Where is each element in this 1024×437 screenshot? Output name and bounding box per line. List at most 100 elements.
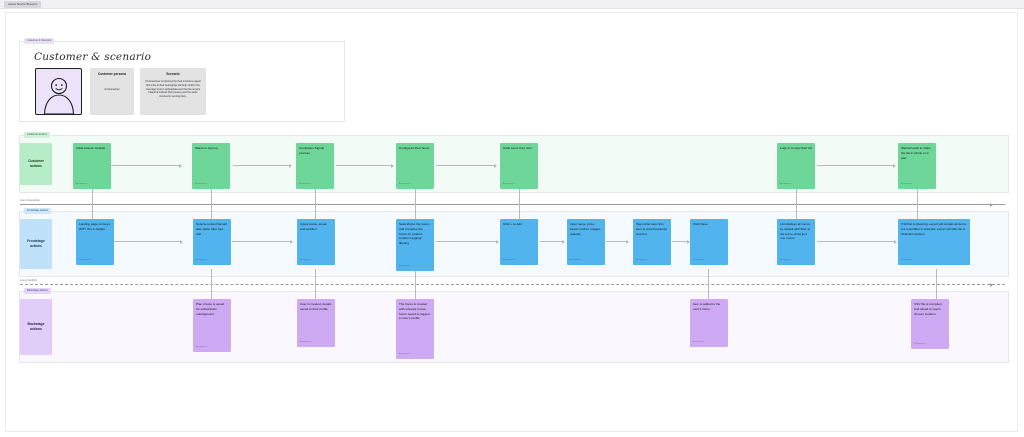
- note-frontstage-8[interactable]: Click Save Anonymous: [690, 219, 728, 265]
- note-customer-6[interactable]: Logs in to view their list Anonymous: [777, 143, 815, 189]
- note-frontstage-4[interactable]: Select/input the rooms that comprise the…: [396, 219, 434, 271]
- note-frontstage-7[interactable]: Tags what room this item is most frequen…: [633, 219, 671, 265]
- lane-header-backstage-actions: Backstage actions: [20, 299, 52, 355]
- note-author: Anonymous: [399, 353, 411, 356]
- vconnector-4: [415, 189, 416, 219]
- line-of-interaction-label: Line of interaction: [20, 199, 40, 202]
- blueprint-canvas[interactable]: Customer & Scenario Customer & scenario …: [0, 9, 1024, 437]
- note-author: Anonymous: [299, 183, 311, 186]
- connector-frontstage-4: [540, 240, 565, 244]
- note-customer-4[interactable]: Configures their home Anonymous: [396, 143, 434, 189]
- app-top-bar: Assets Service Blueprint: [0, 0, 1024, 9]
- note-text: User is created, details saved to their …: [300, 302, 332, 311]
- lane-header-customer-actions: Customer actions: [20, 143, 52, 185]
- note-author: Anonymous: [300, 341, 312, 344]
- arrow-icon: [687, 240, 690, 244]
- note-text: Visits Assets' website: [76, 146, 106, 150]
- lane-header-frontstage-actions: Frontstage actions: [20, 219, 52, 269]
- note-author: Anonymous: [503, 183, 515, 186]
- note-customer-7[interactable]: Wants/needs to share the list in whole o…: [898, 143, 936, 189]
- note-author: Anonymous: [300, 259, 312, 262]
- note-frontstage-2[interactable]: Selects a plan that will take place afte…: [193, 219, 231, 265]
- note-author: Anonymous: [195, 183, 207, 186]
- note-backstage-5[interactable]: CSV file is compiled and saved to user's…: [911, 299, 949, 349]
- arrow-icon: [626, 240, 629, 244]
- note-text: Click + to Add: [503, 222, 523, 226]
- document-title: Assets Service Blueprint: [8, 3, 38, 6]
- line-of-interaction-rule: [20, 203, 1005, 207]
- note-text: Plan choice is saved for subscription ma…: [196, 302, 225, 316]
- connector-frontstage-3: [436, 240, 499, 244]
- note-author: Anonymous: [76, 183, 88, 186]
- note-text: The home is created with relevant rooms,…: [399, 302, 430, 321]
- vconnector-11: [708, 269, 709, 303]
- note-frontstage-3[interactable]: Inputs name, email, and location Anonymo…: [297, 219, 335, 265]
- vconnector-8: [211, 269, 212, 303]
- note-text: Landing page conveys WHY this is helpful: [79, 222, 110, 231]
- blueprint-board: Customer & Scenario Customer & scenario …: [5, 12, 1018, 432]
- note-text: Input name, price, serial number, images…: [570, 222, 602, 236]
- customer-persona-card: Customer persona A homeowner: [90, 68, 134, 115]
- note-author: Anonymous: [693, 341, 705, 344]
- connector-customer-4: [436, 164, 497, 168]
- connector-frontstage-1: [114, 240, 183, 244]
- line-of-visibility-rule: [20, 283, 1005, 287]
- connector-customer-3: [336, 164, 394, 168]
- note-customer-1[interactable]: Visits Assets' website Anonymous: [73, 143, 111, 189]
- customer-scenario-section: Customer & Scenario Customer & scenario …: [19, 38, 345, 122]
- arrow-icon: [180, 240, 183, 244]
- scenario-card: Scenario A homeowner is informed by thei…: [140, 68, 206, 115]
- note-frontstage-9[interactable]: List displays all rooms by default with …: [777, 219, 815, 265]
- vconnector-6: [796, 189, 797, 219]
- note-frontstage-6[interactable]: Input name, price, serial number, images…: [567, 219, 605, 265]
- note-text: Wants/needs to share the list in whole o…: [901, 146, 931, 160]
- line-of-visibility-arrow-icon: [990, 283, 993, 287]
- note-text: CSV file is compiled and saved to user's…: [914, 302, 942, 316]
- document-tab[interactable]: Assets Service Blueprint: [4, 1, 42, 8]
- note-author: Anonymous: [914, 343, 926, 346]
- arrow-icon: [893, 164, 896, 168]
- vconnector-5: [519, 189, 520, 219]
- scenario-card-title: Scenario: [166, 72, 180, 76]
- line-of-visibility-label: Line of visibility: [20, 279, 37, 282]
- section-tag-customer-scenario: Customer & Scenario: [24, 38, 55, 44]
- arrow-icon: [289, 164, 292, 168]
- note-text: Tags what room this item is most frequen…: [636, 222, 667, 236]
- vconnector-3: [315, 189, 316, 219]
- note-author: Anonymous: [636, 259, 648, 262]
- vconnector-12: [936, 269, 937, 303]
- note-frontstage-1[interactable]: Landing page conveys WHY this is helpful…: [76, 219, 114, 265]
- vconnector-9: [315, 269, 316, 303]
- note-text: Configures their home: [399, 146, 430, 150]
- note-backstage-4[interactable]: Item is added to the user's home. Anonym…: [690, 299, 728, 347]
- note-author: Anonymous: [570, 259, 582, 262]
- vconnector-7: [917, 189, 918, 219]
- note-text: Select/input the rooms that comprise the…: [399, 222, 430, 246]
- note-frontstage-10[interactable]: If full list is showing, export will con…: [898, 219, 970, 265]
- connector-customer-1: [111, 164, 182, 168]
- person-avatar-icon: [43, 77, 74, 114]
- vconnector-10: [415, 269, 416, 303]
- note-author: Anonymous: [901, 183, 913, 186]
- customer-persona-title: Customer persona: [97, 72, 127, 76]
- note-text: Completes Signup process: [299, 146, 325, 155]
- section-tag-backstage-actions: Backstage actions: [24, 288, 51, 294]
- arrow-icon: [894, 240, 897, 244]
- note-author: Anonymous: [780, 183, 792, 186]
- connector-frontstage-2: [232, 240, 293, 244]
- note-backstage-2[interactable]: User is created, details saved to their …: [297, 299, 335, 347]
- note-customer-2[interactable]: Wants to sign up Anonymous: [192, 143, 230, 189]
- note-text: Item is added to the user's home.: [693, 302, 721, 311]
- line-of-interaction-arrow-icon: [990, 203, 993, 207]
- note-backstage-1[interactable]: Plan choice is saved for subscription ma…: [193, 299, 231, 352]
- note-author: Anonymous: [399, 265, 411, 268]
- note-frontstage-5[interactable]: Click + to Add Anonymous: [500, 219, 538, 265]
- note-text: Click Save: [693, 222, 708, 226]
- note-author: Anonymous: [780, 259, 792, 262]
- note-text: List displays all rooms by default with …: [780, 222, 811, 241]
- note-author: Anonymous: [503, 259, 515, 262]
- note-backstage-3[interactable]: The home is created with relevant rooms,…: [396, 299, 434, 359]
- note-customer-3[interactable]: Completes Signup process Anonymous: [296, 143, 334, 189]
- note-text: Logs in to view their list: [780, 146, 812, 150]
- note-customer-5[interactable]: Adds items they own Anonymous: [500, 143, 538, 189]
